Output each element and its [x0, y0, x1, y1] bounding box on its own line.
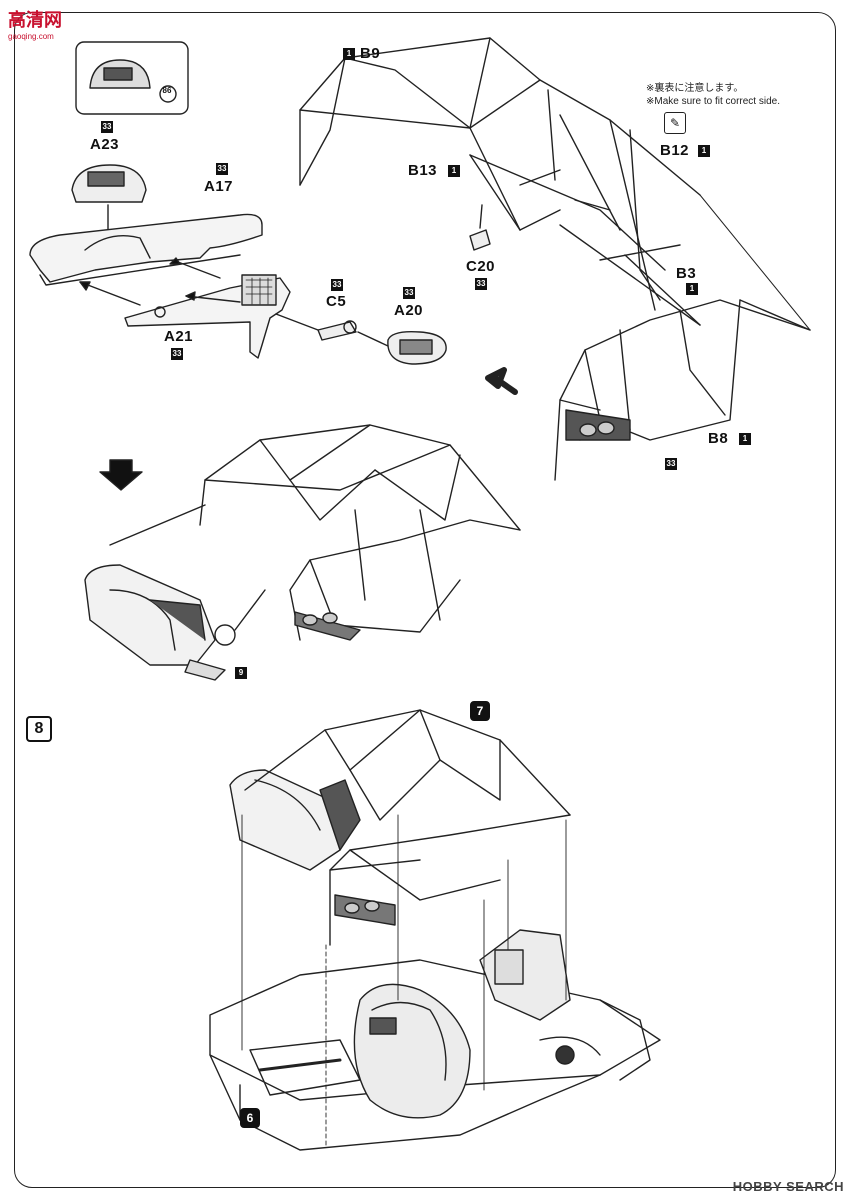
watermark-logo: 高清网 gaoqing.com [8, 10, 62, 41]
decal-inset-box [75, 41, 189, 115]
part-label-c20: C20 [466, 258, 496, 275]
side-caution-icon: ✎ [664, 112, 686, 134]
note-en: ※Make sure to fit correct side. [646, 96, 780, 107]
step-ref-7: 7 [470, 701, 490, 721]
part-label-b12: B12 [660, 142, 690, 159]
step-ref-9: 9 [235, 667, 247, 679]
part-label-a21: A21 [164, 328, 194, 345]
runner-tag-a20: 33 [403, 287, 415, 299]
part-label-b13: B13 [408, 162, 438, 179]
runner-tag-b13: 1 [448, 165, 460, 177]
runner-tag-a21: 33 [171, 348, 183, 360]
part-label-c5: C5 [326, 293, 347, 310]
step-number-8: 8 [26, 716, 52, 742]
part-label-b9: B9 [360, 45, 381, 62]
arrow-down [99, 459, 143, 491]
runner-tag-a23: 33 [101, 121, 113, 133]
part-label-a17: A17 [204, 178, 234, 195]
roll-cage-lower [554, 194, 811, 481]
runner-tag-a17: 33 [216, 163, 228, 175]
part-label-b3: B3 [676, 265, 697, 282]
part-c5-shape [317, 321, 357, 341]
instruction-frame [14, 12, 836, 1188]
runner-tag-b9: 1 [343, 48, 355, 60]
part-label-b8: B8 [708, 430, 729, 447]
note-jp: ※裏表に注意します。 [646, 83, 744, 94]
runner-tag-c5: 33 [331, 279, 343, 291]
runner-tag-b12: 1 [698, 145, 710, 157]
decal-number-circle [159, 85, 177, 103]
part-label-a23: A23 [90, 136, 120, 153]
arrow-diagonal [485, 367, 518, 395]
part-label-a20: A20 [394, 302, 424, 319]
bottom-assembly [209, 709, 661, 1151]
decal-number: 86 [162, 86, 172, 95]
step-ref-6: 6 [240, 1108, 260, 1128]
middle-assembly [84, 424, 521, 681]
watermark-hobbysearch: HOBBY SEARCH [732, 1179, 844, 1194]
runner-tag-b8: 1 [739, 433, 751, 445]
runner-tag-c20: 33 [475, 278, 487, 290]
part-c20-shape [469, 229, 491, 251]
roll-cage-upper [299, 37, 701, 311]
part-a17-shape [29, 213, 263, 283]
runner-tag-sub33: 33 [665, 458, 677, 470]
runner-tag-b3: 1 [686, 283, 698, 295]
